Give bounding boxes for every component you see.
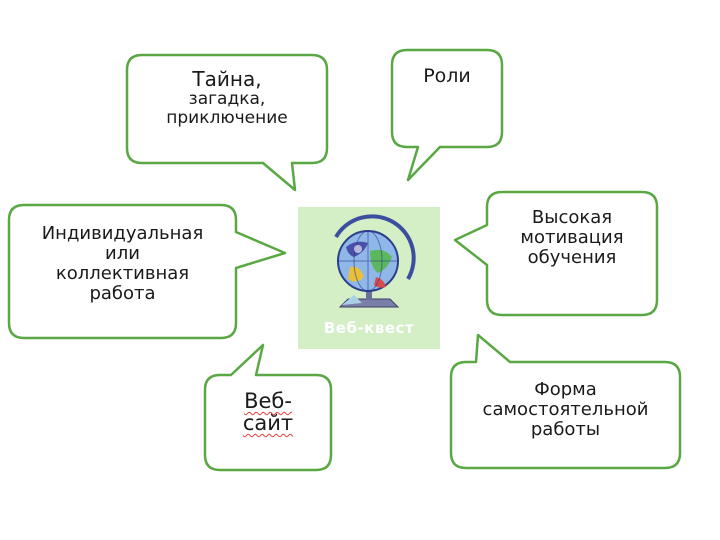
bubble-independent-line-1: Форма (534, 379, 597, 400)
bubble-individual-line-1: Индивидуальная (41, 223, 204, 244)
bubble-roles-text: Роли (395, 65, 499, 87)
bubble-website-shape (203, 343, 333, 472)
bubble-independent-text: Форма самостоятельной работы (454, 379, 677, 441)
bubble-independent-line-3: работы (530, 419, 601, 441)
bubble-individual-line-4: работа (89, 283, 156, 305)
web-quest-label: Веб-квест (323, 319, 415, 337)
bubble-roles-line-1: Роли (423, 65, 471, 87)
bubble-independent-shape (449, 333, 682, 470)
bubble-mystery-line-2: загадка, (188, 89, 266, 110)
bubble-motivation-line-1: Высокая (531, 207, 613, 228)
bubble-motivation-line-2: мотивация (520, 227, 624, 249)
bubble-individual-shape (7, 203, 287, 340)
bubble-website-line-1: Веб- (244, 389, 292, 413)
web-quest-center-panel: Веб-квест (298, 207, 440, 349)
bubble-mystery-line-3: приключение (166, 108, 288, 129)
bubble-individual-text: Индивидуальная или коллективная работа (12, 223, 233, 305)
bubble-roles-shape (390, 48, 504, 182)
bubble-mystery-text: Тайна, загадка, приключение (130, 68, 324, 128)
bubble-independent-line-2: самостоятельной (482, 399, 649, 421)
globe-icon (334, 214, 416, 308)
bubble-website-text: Веб- сайт (210, 390, 326, 434)
bubble-mystery-shape (125, 53, 329, 192)
bubble-motivation-shape (453, 190, 659, 317)
bubble-website-line-2: сайт (242, 411, 294, 436)
bubble-individual-line-3: коллективная (55, 263, 190, 285)
bubble-mystery-line-1: Тайна, (192, 67, 262, 91)
bubble-motivation-line-3: обучения (527, 247, 617, 269)
bubble-motivation-text: Высокая мотивация обучения (490, 207, 654, 269)
bubble-individual-line-2: или (105, 243, 140, 265)
